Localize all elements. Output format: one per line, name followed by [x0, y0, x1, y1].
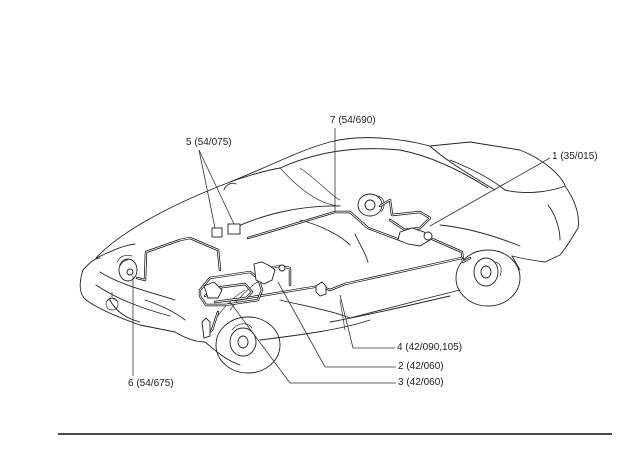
car-body — [79, 137, 579, 366]
brake-lines — [135, 198, 472, 337]
callout-7: 7 (54/690) — [330, 115, 376, 126]
callout-2: 2 (42/060) — [398, 361, 444, 372]
leader-lines — [132, 128, 551, 384]
front-left-brake — [116, 254, 138, 282]
callout-6: 6 (54/675) — [128, 378, 174, 389]
brake-components — [201, 223, 433, 339]
footer-divider — [58, 433, 612, 435]
rear-right-wheel — [455, 249, 521, 307]
callout-4: 4 (42/090,105) — [397, 342, 463, 353]
callout-1: 1 (35/015) — [552, 151, 598, 162]
callout-3: 3 (42/060) — [398, 377, 444, 388]
callout-5: 5 (54/075) — [186, 137, 232, 148]
front-right-wheel — [215, 316, 281, 374]
